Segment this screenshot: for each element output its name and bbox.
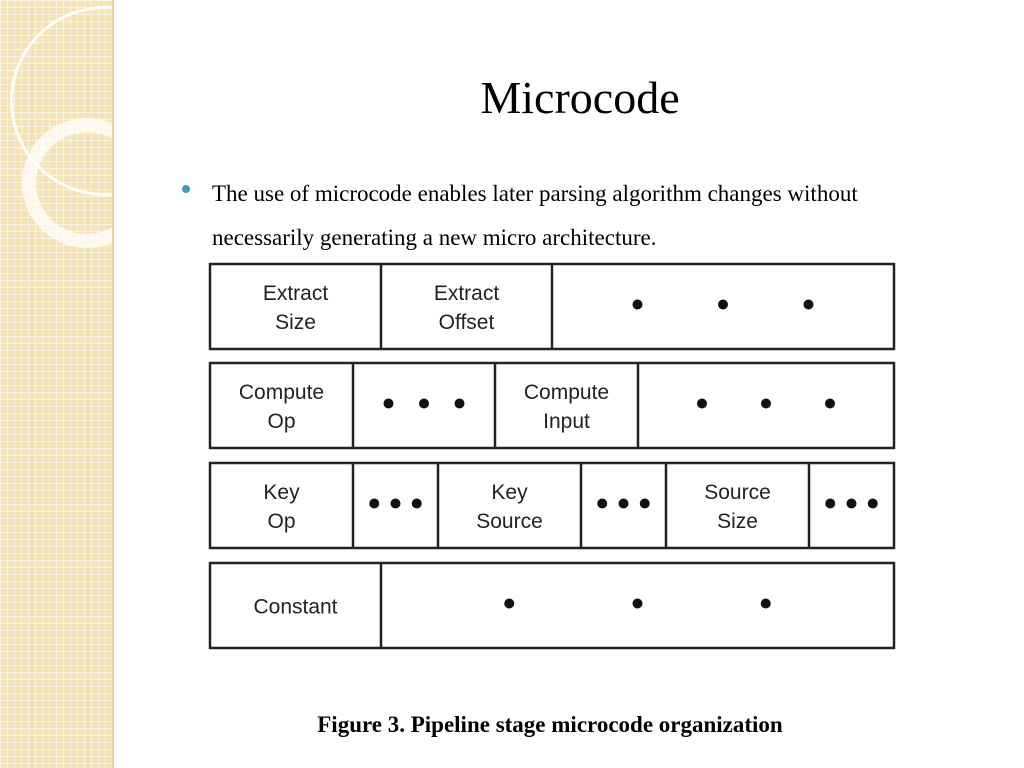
ellipsis-dot-icon (632, 598, 643, 609)
ellipsis-dot-icon (383, 398, 394, 409)
diagram-cell-label: Op (267, 410, 295, 433)
ellipsis-dot-icon (639, 498, 650, 509)
diagram-row-2 (208, 361, 896, 450)
diagram-cell-label: Source (476, 510, 543, 533)
ellipsis-dot-icon (504, 598, 515, 609)
figure-caption: Figure 3. Pipeline stage microcode organ… (317, 712, 783, 737)
ellipsis-dot-icon (369, 498, 380, 509)
ellipsis-dot-icon (718, 299, 728, 310)
decorative-side-band (0, 0, 113, 768)
diagram-cell-label: Extract (434, 282, 500, 305)
slide-title: Microcode (480, 72, 680, 123)
ellipsis-dot-icon (597, 498, 608, 509)
ellipsis-dot-icon (825, 398, 835, 409)
diagram-row-3 (208, 461, 896, 550)
bullet-marker-icon (182, 185, 190, 193)
diagram-cell-label: Compute (239, 381, 324, 404)
diagram-cell-label: Key (491, 481, 528, 504)
ellipsis-dot-icon (803, 299, 814, 310)
diagram-cell-label: Offset (439, 311, 495, 334)
diagram-cell-label: Input (543, 410, 590, 433)
diagram-cell-label: Constant (253, 596, 337, 619)
diagram-cell-label: Extract (263, 282, 329, 305)
ellipsis-dot-icon (760, 598, 771, 609)
ellipsis-dot-icon (632, 299, 643, 310)
side-band-edge (112, 0, 114, 768)
ellipsis-dot-icon (825, 498, 836, 509)
ellipsis-dot-icon (761, 398, 771, 409)
ellipsis-dot-icon (697, 398, 707, 409)
diagram-cell-label: Op (267, 510, 295, 533)
diagram-cell-label: Key (263, 481, 300, 504)
ellipsis-dot-icon (419, 398, 429, 409)
diagram-cell-label: Size (717, 510, 758, 533)
ellipsis-dot-icon (411, 498, 422, 509)
ellipsis-dot-icon (846, 498, 857, 509)
ellipsis-dot-icon (390, 498, 401, 509)
bullet-text: The use of microcode enables later parsi… (212, 181, 858, 250)
diagram-cell-label: Source (704, 481, 771, 504)
diagram-cell-label: Compute (524, 381, 609, 404)
ellipsis-dot-icon (618, 498, 629, 509)
ellipsis-dot-icon (454, 398, 465, 409)
ellipsis-dot-icon (867, 498, 878, 509)
diagram-row-4 (208, 561, 896, 650)
diagram-cell-label: Size (275, 311, 316, 334)
